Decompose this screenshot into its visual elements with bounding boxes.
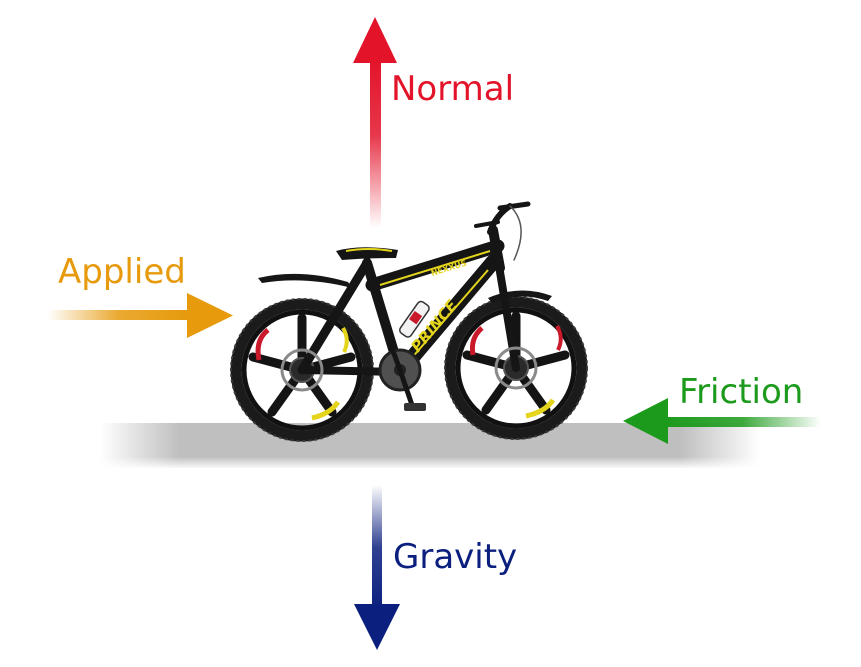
applied-force-arrow: [48, 293, 233, 338]
frame-accent-stripe-lower: [409, 269, 489, 361]
rear-disc-brake: [280, 348, 324, 392]
water-bottle: [399, 300, 430, 338]
bicycle-illustration: PRINCE NEXXUS: [230, 201, 588, 442]
front-disc-brake: [494, 346, 538, 390]
handlebar: [474, 201, 531, 261]
friction-force-arrow: [623, 398, 821, 444]
friction-force-label: Friction: [679, 372, 803, 412]
frame-accent-stripe: [379, 250, 491, 286]
crankset: [378, 337, 426, 411]
gravity-force-label: Gravity: [393, 537, 517, 577]
normal-force-label: Normal: [391, 69, 514, 109]
normal-force-arrow: [353, 17, 397, 228]
front-wheel: [444, 296, 588, 440]
gravity-force-arrow: [354, 485, 400, 650]
rear-fender: [258, 273, 352, 288]
saddle: [336, 247, 398, 273]
applied-force-label: Applied: [58, 252, 186, 292]
